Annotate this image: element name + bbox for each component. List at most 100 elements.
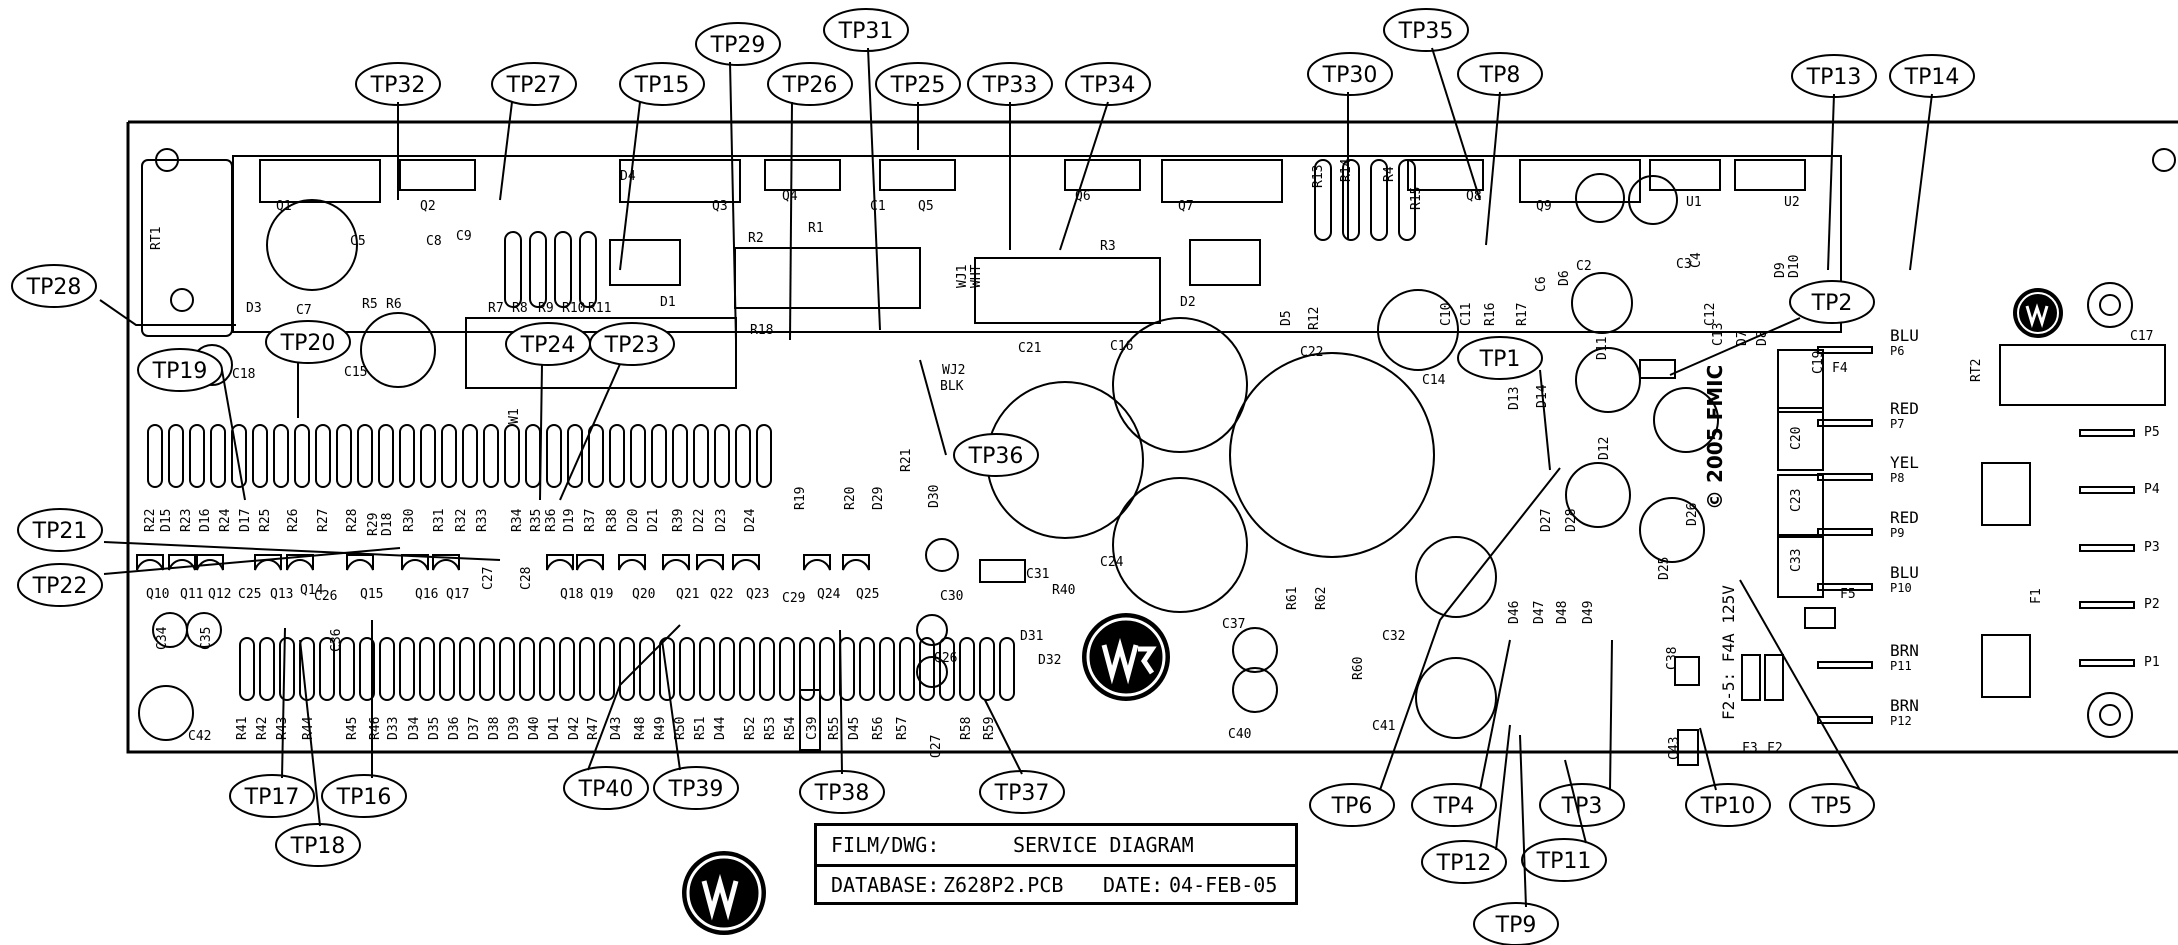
component-body <box>799 637 815 701</box>
film-dwg-label: FILM/DWG: <box>831 833 940 857</box>
leader-line <box>559 363 621 501</box>
transistor-body <box>136 554 164 571</box>
component-label-r34: R34 <box>510 508 525 532</box>
component-label-c17: C17 <box>2130 329 2153 344</box>
component-body <box>539 637 555 701</box>
leader-line <box>984 699 1023 775</box>
component-label-c24: C24 <box>1100 555 1124 570</box>
component-label-d25: D25 <box>1657 557 1672 580</box>
component-label-d6: D6 <box>1557 270 1572 286</box>
component-label-c18: C18 <box>232 367 255 382</box>
test-point-tp27: TP27 <box>491 62 577 106</box>
leader-line <box>1827 93 1835 271</box>
component-label-q2: Q2 <box>420 199 436 214</box>
component-label-f1: F1 <box>2029 588 2044 604</box>
component-label-r13: R13 <box>1311 165 1326 188</box>
test-point-tp35: TP35 <box>1383 8 1469 52</box>
component-label-d2: D2 <box>1180 295 1196 310</box>
component-label-d13: D13 <box>1507 387 1522 410</box>
leader-line <box>1379 467 1561 791</box>
component-label-q24: Q24 <box>817 587 841 602</box>
component-label-r40: R40 <box>1052 583 1075 598</box>
connector-id: P11 <box>1890 659 1912 673</box>
leader-line <box>661 639 681 771</box>
component-label-q14: Q14 <box>300 583 324 598</box>
component-label-c35: C35 <box>199 627 214 650</box>
test-point-label: TP2 <box>1811 291 1853 316</box>
component-body <box>319 637 335 701</box>
component-label-c30: C30 <box>940 589 963 604</box>
connector-id: P1 <box>2144 655 2160 670</box>
test-point-tp13: TP13 <box>1791 54 1877 98</box>
component-label-d3: D3 <box>246 301 262 316</box>
leader-line <box>1609 639 1613 791</box>
component-label-c34: C34 <box>155 626 170 650</box>
component-label-wht: WHT <box>969 264 984 288</box>
component-body <box>639 637 655 701</box>
component-body <box>441 424 457 488</box>
component-label-r21: R21 <box>899 449 914 472</box>
swr-logo-center <box>1082 613 1170 701</box>
component-label-r7: R7 <box>488 301 504 316</box>
component-label-c9: C9 <box>456 229 472 244</box>
component-label-q16: Q16 <box>415 587 438 602</box>
component-body <box>439 637 455 701</box>
test-point-label: TP11 <box>1536 849 1592 874</box>
component-body <box>259 637 275 701</box>
component-label-d23: D23 <box>714 509 729 532</box>
component-body <box>699 637 715 701</box>
test-point-label: TP19 <box>152 359 208 384</box>
test-point-label: TP39 <box>668 777 724 802</box>
leader-line <box>919 359 947 456</box>
leader-line <box>499 101 513 201</box>
leader-line <box>619 101 641 271</box>
connector-pin <box>1817 583 1873 591</box>
date-label: DATE: <box>1103 873 1164 897</box>
component-label-q15: Q15 <box>360 587 383 602</box>
test-point-label: TP18 <box>290 834 346 859</box>
component-body <box>546 424 562 488</box>
leader-line <box>1479 639 1511 791</box>
test-point-label: TP8 <box>1479 63 1521 88</box>
component-label-d29: D29 <box>871 487 886 510</box>
component-label-r20: R20 <box>843 487 858 510</box>
component-label-d24: D24 <box>743 508 758 532</box>
leader-line <box>789 101 793 341</box>
transistor-body <box>576 554 604 571</box>
component-body <box>735 424 751 488</box>
component-label-d46: D46 <box>1507 601 1522 624</box>
component-label-d19: D19 <box>562 509 577 532</box>
component-label-d38: D38 <box>487 717 502 740</box>
test-point-tp30: TP30 <box>1307 52 1393 96</box>
leader-line <box>867 47 881 331</box>
connector-id: P9 <box>1890 526 1904 540</box>
test-point-tp31: TP31 <box>823 8 909 52</box>
component-body <box>399 637 415 701</box>
test-point-label: TP17 <box>244 785 300 810</box>
component-body <box>859 637 875 701</box>
component-label-q9: Q9 <box>1536 199 1552 214</box>
component-label-r61: R61 <box>1285 587 1300 610</box>
component-label-d8: D8 <box>1755 330 1770 346</box>
connector-pin <box>1817 716 1873 724</box>
component-label-d30: D30 <box>927 485 942 508</box>
component-label-r55: R55 <box>827 717 842 740</box>
leader-line <box>839 629 843 775</box>
test-point-label: TP23 <box>604 333 660 358</box>
fuse-note: F2-5: F4A 125V <box>1719 585 1738 720</box>
component-label-r17: R17 <box>1515 303 1530 326</box>
component-label-r14: R14 <box>1339 158 1354 182</box>
title-block-row-film: FILM/DWG: SERVICE DIAGRAM <box>817 826 1295 867</box>
component-label-d49: D49 <box>1581 601 1596 624</box>
component-label-c32: C32 <box>1382 629 1405 644</box>
logos <box>682 288 2063 935</box>
component-body <box>462 424 478 488</box>
connector-id: P8 <box>1890 471 1904 485</box>
transistor-body <box>546 554 574 571</box>
component-label-w1: W1 <box>507 408 522 424</box>
component-label-wj2: WJ2 <box>942 363 965 378</box>
component-label-u1: U1 <box>1686 195 1702 210</box>
leader-line <box>1495 724 1511 851</box>
leader-line <box>1059 101 1109 251</box>
